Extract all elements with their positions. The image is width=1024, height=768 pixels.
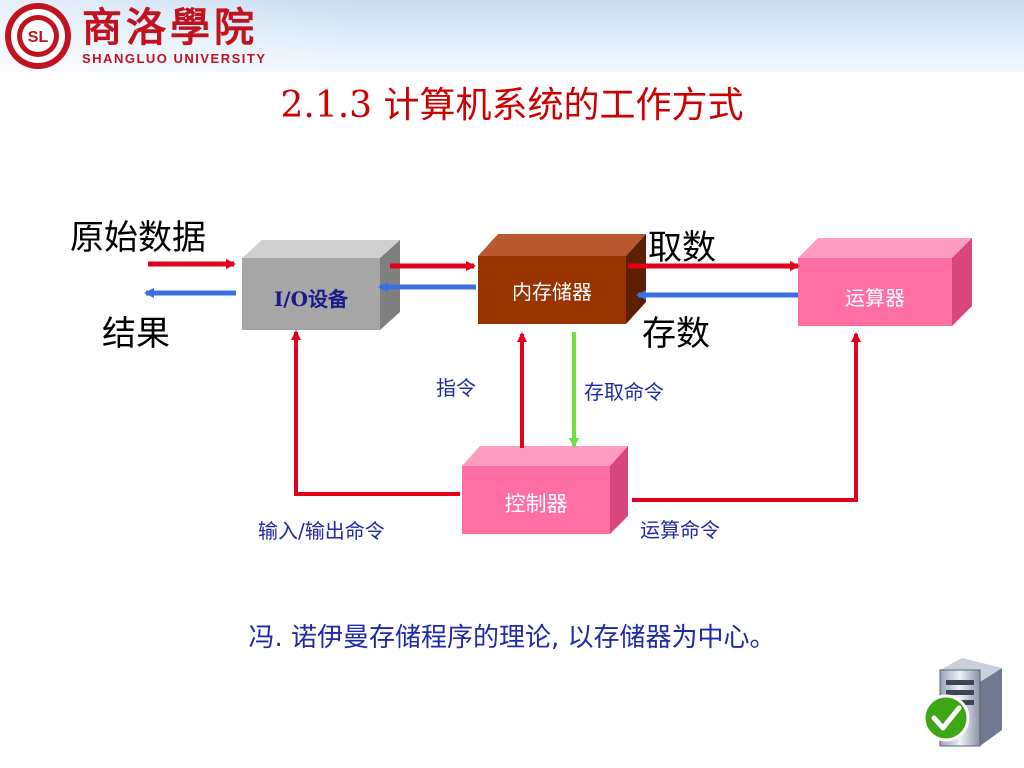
seal-text: SL xyxy=(28,29,49,46)
logo-english-name: SHANGLUO UNIVERSITY xyxy=(82,51,267,66)
alu-box xyxy=(798,238,972,326)
logo-chinese-name: 商洛學院 xyxy=(82,4,258,51)
io-command-label: 输入/输出命令 xyxy=(258,519,385,543)
slide-title: 2.1.3 计算机系统的工作方式 xyxy=(280,85,744,126)
memory-box xyxy=(478,234,646,324)
io-box xyxy=(242,240,400,330)
result-label: 结果 xyxy=(102,314,170,354)
access-command-label: 存取命令 xyxy=(584,380,664,404)
memory-box-label: 内存储器 xyxy=(512,280,592,304)
check-icon xyxy=(922,694,970,742)
alu-box-label: 运算器 xyxy=(845,286,905,310)
raw-data-label: 原始数据 xyxy=(70,218,206,258)
footer-caption: 冯. 诺伊曼存储程序的理论, 以存储器为中心。 xyxy=(248,623,776,653)
io-box-label: I/O设备 xyxy=(273,287,349,311)
control-box xyxy=(462,446,628,534)
calc-command-label: 运算命令 xyxy=(640,518,720,542)
control-box-label: 控制器 xyxy=(504,492,568,516)
arrow-io-cmd xyxy=(291,330,460,496)
fetch-label: 取数 xyxy=(648,228,716,268)
header-shade xyxy=(0,0,1024,72)
seal-logo: SL xyxy=(5,3,71,69)
instruction-label: 指令 xyxy=(436,376,476,400)
arrow-calc-cmd xyxy=(632,332,861,502)
store-label: 存数 xyxy=(642,314,710,354)
